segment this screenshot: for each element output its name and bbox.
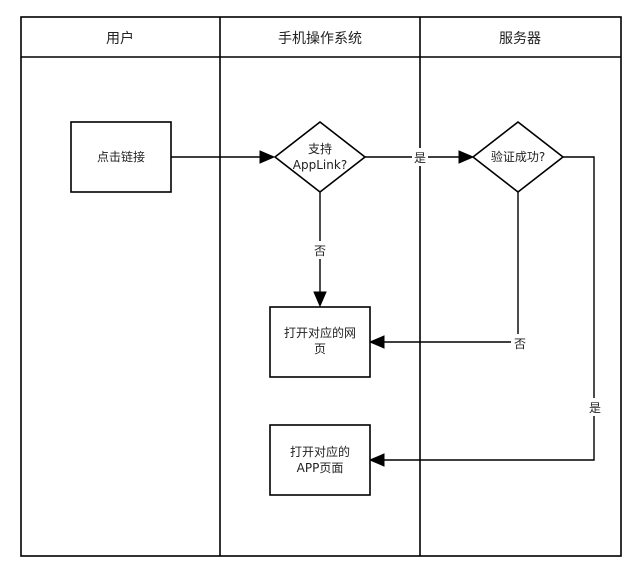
edge-label-bg-supports-no — [311, 241, 329, 259]
edge-label-bg-verify-no — [511, 334, 529, 352]
edge-label-supports-no: 否 — [314, 244, 326, 258]
edge-verify-yes — [381, 156, 595, 461]
edge-label-verify-yes: 是 — [589, 401, 601, 415]
node-supports-applink — [273, 120, 367, 194]
node-open-app-page-label-line1: 打开对应的 — [290, 444, 350, 459]
node-click-link — [70, 121, 172, 193]
swimlane-frame — [20, 16, 622, 557]
edge-label-supports-yes: 是 — [414, 151, 426, 165]
arrowhead-verify-yes — [368, 453, 385, 467]
lane-title-user: 用户 — [106, 30, 134, 47]
node-open-app-page — [269, 424, 371, 496]
edge-label-verify-no: 否 — [514, 337, 526, 351]
node-open-webpage-label-line2: 页 — [314, 342, 326, 356]
node-open-app-page-label-line2: APP页面 — [297, 461, 344, 475]
edge-label-bg-supports-yes — [412, 148, 428, 166]
arrowhead-verify-no — [368, 335, 385, 349]
node-click-link-label: 点击链接 — [97, 149, 145, 164]
node-verify-success-label: 验证成功? — [491, 149, 545, 164]
arrowhead-click-to-supports — [259, 150, 276, 164]
arrowhead-supports-yes — [458, 150, 475, 164]
node-open-webpage-label-line1: 打开对应的网 — [284, 325, 356, 340]
node-supports-applink-label-line2: AppLink? — [293, 158, 347, 172]
lane-title-server: 服务器 — [499, 31, 541, 47]
edge-label-bg-verify-yes — [586, 398, 604, 416]
edge-verify-no — [381, 192, 519, 343]
node-open-webpage — [269, 306, 371, 378]
node-supports-applink-label-line1: 支持 — [308, 141, 332, 156]
arrowhead-supports-no — [313, 291, 327, 308]
node-verify-success — [471, 120, 565, 194]
lane-title-os: 手机操作系统 — [278, 31, 362, 47]
